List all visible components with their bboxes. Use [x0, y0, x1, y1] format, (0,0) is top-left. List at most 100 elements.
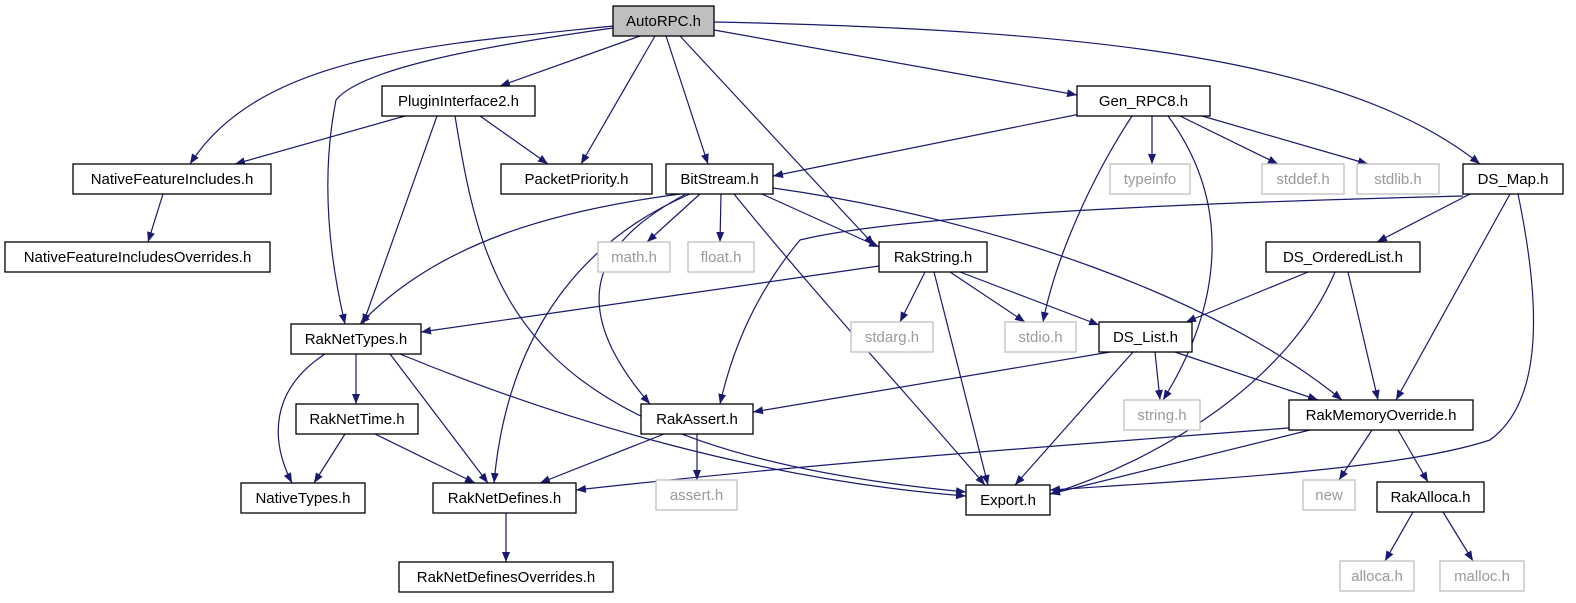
edge-ds_orderedlist-to-rakmemoryoverride [1347, 271, 1380, 401]
node-rakmemoryoverride[interactable]: RakMemoryOverride.h [1288, 399, 1474, 431]
edge-ds_map-to-ds_orderedlist [1376, 193, 1471, 243]
node-box [612, 5, 715, 37]
edge-bitstream-to-rakmemoryoverride [772, 187, 1343, 401]
edge-plugininterface2-to-packetpriority [479, 115, 549, 165]
edge-nativefeatureincludes-to-nativefeatureincludesoverrides [147, 193, 164, 243]
node-label: BitStream.h [680, 171, 758, 188]
edge-autorpc-to-rakstring [679, 35, 875, 246]
node-box [240, 482, 366, 514]
node-plugininterface2[interactable]: PluginInterface2.h [381, 85, 536, 117]
edge-rakstring-to-stdio [949, 271, 1026, 323]
node-malloc: malloc.h [1439, 560, 1525, 592]
node-label: RakMemoryOverride.h [1306, 407, 1457, 424]
node-box [1339, 560, 1415, 592]
edge-gen_rpc8-to-stddef [1179, 115, 1279, 165]
node-box [1109, 163, 1191, 195]
edge-ds_list-to-rakassert [752, 351, 1111, 415]
edge-rakalloca-to-malloc [1442, 511, 1474, 562]
edge-autorpc-to-plugininterface2 [499, 35, 641, 87]
node-box [1376, 481, 1485, 513]
node-label: alloca.h [1351, 568, 1403, 585]
node-bitstream[interactable]: BitStream.h [665, 163, 774, 195]
edge-plugininterface2-to-raknettypes [362, 115, 438, 325]
node-box [850, 321, 934, 353]
edge-autorpc-to-packetpriority [580, 35, 656, 165]
node-rakalloca[interactable]: RakAlloca.h [1376, 481, 1485, 513]
node-assert: assert.h [655, 479, 738, 511]
node-box [398, 561, 614, 593]
node-stdarg: stdarg.h [850, 321, 934, 353]
node-math: math.h [597, 241, 671, 273]
edge-rakmemoryoverride-to-rakalloca [1397, 429, 1429, 483]
edge-bitstream-to-raknetdefines [490, 193, 691, 484]
node-box [1076, 85, 1211, 117]
edge-raknettime-to-nativetypes [313, 433, 346, 484]
node-box [1356, 163, 1440, 195]
node-label: AutoRPC.h [626, 13, 701, 30]
node-label: DS_Map.h [1478, 171, 1549, 188]
node-nativefeatureincludesoverrides[interactable]: NativeFeatureIncludesOverrides.h [4, 241, 271, 273]
node-ds_orderedlist[interactable]: DS_OrderedList.h [1265, 241, 1421, 273]
node-label: Gen_RPC8.h [1099, 93, 1188, 110]
node-box [1098, 321, 1193, 353]
edge-raknettime-to-raknetdefines [374, 433, 476, 484]
edge-ds_map-to-export [1049, 193, 1535, 494]
node-box [687, 241, 755, 273]
node-box [295, 403, 419, 435]
node-label: assert.h [670, 487, 723, 504]
node-box [500, 163, 653, 195]
node-label: stdarg.h [865, 329, 919, 346]
node-box [72, 163, 272, 195]
node-nativefeatureincludes[interactable]: NativeFeatureIncludes.h [72, 163, 272, 195]
node-box [1302, 479, 1356, 511]
node-label: NativeFeatureIncludes.h [91, 171, 254, 188]
node-label: stdio.h [1018, 329, 1062, 346]
edge-rakstring-to-export [933, 271, 990, 486]
edge-ds_orderedlist-to-ds_list [1185, 271, 1309, 323]
node-label: DS_List.h [1113, 329, 1178, 346]
node-ds_map[interactable]: DS_Map.h [1462, 163, 1564, 195]
edge-autorpc-to-bitstream [665, 35, 709, 165]
node-nativetypes[interactable]: NativeTypes.h [240, 482, 366, 514]
node-box [1462, 163, 1564, 195]
node-label: malloc.h [1454, 568, 1510, 585]
edge-gen_rpc8-to-string [1162, 115, 1213, 401]
node-string: string.h [1123, 399, 1201, 431]
node-box [597, 241, 671, 273]
node-label: RakNetTypes.h [305, 331, 408, 348]
node-label: RakAlloca.h [1390, 489, 1470, 506]
node-label: RakNetTime.h [309, 411, 404, 428]
node-raknetdefinesoverrides[interactable]: RakNetDefinesOverrides.h [398, 561, 614, 593]
node-raknettypes[interactable]: RakNetTypes.h [290, 323, 422, 355]
node-stddef: stddef.h [1261, 163, 1345, 195]
edge-rakstring-to-ds_list [959, 271, 1100, 326]
node-export[interactable]: Export.h [965, 484, 1051, 516]
node-label: float.h [701, 249, 742, 266]
node-autorpc[interactable]: AutoRPC.h [612, 5, 715, 37]
node-box [640, 403, 754, 435]
edge-raknettypes-to-nativetypes [277, 353, 326, 484]
node-raknettime[interactable]: RakNetTime.h [295, 403, 419, 435]
edge-ds_orderedlist-to-export [1049, 271, 1336, 495]
node-gen_rpc8[interactable]: Gen_RPC8.h [1076, 85, 1211, 117]
edge-bitstream-to-raknettypes [359, 193, 681, 325]
node-label: NativeFeatureIncludesOverrides.h [24, 249, 252, 266]
edge-ds_map-to-rakmemoryoverride [1395, 193, 1511, 401]
node-label: RakString.h [894, 249, 972, 266]
edge-autorpc-to-raknettypes [327, 27, 614, 325]
node-label: stddef.h [1276, 171, 1329, 188]
node-box [965, 484, 1051, 516]
node-packetpriority[interactable]: PacketPriority.h [500, 163, 653, 195]
node-label: stdlib.h [1374, 171, 1422, 188]
edge-ds_list-to-string [1154, 351, 1163, 401]
node-box [290, 323, 422, 355]
node-label: NativeTypes.h [255, 490, 350, 507]
node-label: DS_OrderedList.h [1283, 249, 1403, 266]
node-rakstring[interactable]: RakString.h [878, 241, 988, 273]
node-ds_list[interactable]: DS_List.h [1098, 321, 1193, 353]
node-raknetdefines[interactable]: RakNetDefines.h [432, 482, 577, 514]
node-rakassert[interactable]: RakAssert.h [640, 403, 754, 435]
node-box [1123, 399, 1201, 431]
